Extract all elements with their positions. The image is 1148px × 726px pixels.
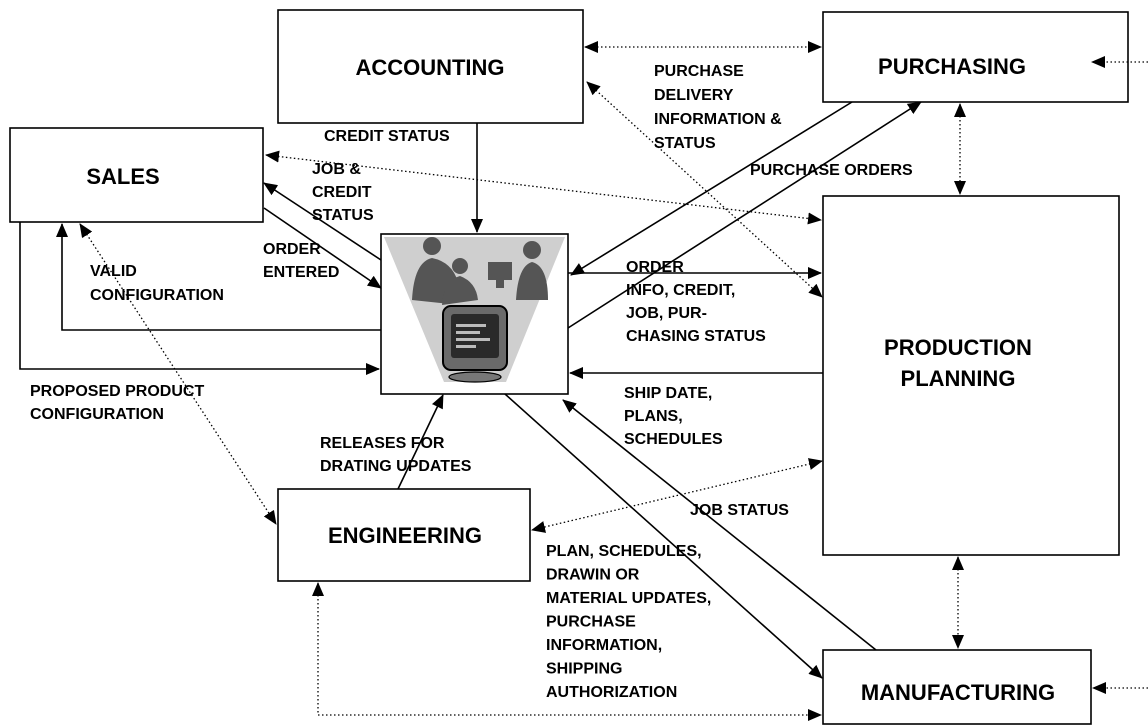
accounting-box: ACCOUNTING [277,9,584,124]
valid-configuration-label-line: VALID [90,263,137,280]
engineering-box: ENGINEERING [277,488,531,582]
central-system-box [380,233,569,395]
credit-status-label: CREDIT STATUS [324,128,450,145]
order-info-label-line: CHASING STATUS [626,328,766,345]
valid-configuration-label: VALID CONFIGURATION [90,263,224,304]
plan-schedules-label: PLAN, SCHEDULES, DRAWIN OR MATERIAL UPDATE… [546,543,711,701]
ship-date-label-line: PLANS, [624,408,683,425]
purchase-delivery-label-line: DELIVERY [654,87,734,104]
purchase-delivery-label-line: INFORMATION & [654,111,782,128]
proposed-product-label-line: PROPOSED PRODUCT [30,383,204,400]
plan-schedules-label-line: INFORMATION, [546,637,662,654]
ship-date-label-line: SHIP DATE, [624,385,712,402]
production-planning-box: PRODUCTION PLANNING [822,195,1120,556]
purchase-orders-label: PURCHASE ORDERS [750,162,913,179]
plan-schedules-label-line: AUTHORIZATION [546,684,677,701]
job-credit-status-label: JOB & CREDIT STATUS [312,161,374,224]
job-credit-status-label-line: JOB & [312,161,361,178]
plan-schedules-label-line: PURCHASE [546,614,636,631]
credit-status-label-line: CREDIT STATUS [324,128,450,145]
sales-label: SALES [86,164,159,189]
job-status-label-line: JOB STATUS [690,502,789,519]
proposed-product-label: PROPOSED PRODUCT CONFIGURATION [30,383,204,423]
manufacturing-label: MANUFACTURING [861,680,1055,705]
releases-label-line: DRATING UPDATES [320,458,472,475]
engineering-label: ENGINEERING [328,523,482,548]
purchasing-box: PURCHASING [822,11,1129,103]
order-info-label: ORDER INFO, CREDIT, JOB, PUR- CHASING STATU… [626,259,766,345]
accounting-label: ACCOUNTING [355,55,504,80]
order-entered-label: ORDER ENTERED [263,241,339,281]
dotted-connectors [79,41,1148,721]
releases-label: RELEASES FOR DRATING UPDATES [320,435,472,475]
ship-date-label-line: SCHEDULES [624,431,723,448]
job-status-label: JOB STATUS [690,502,789,519]
production-label: PRODUCTION [884,335,1032,360]
plan-schedules-label-line: PLAN, SCHEDULES, [546,543,702,560]
job-credit-status-label-line: CREDIT [312,184,372,201]
ship-date-label: SHIP DATE, PLANS, SCHEDULES [624,385,723,448]
order-info-label-line: INFO, CREDIT, [626,282,735,299]
plan-schedules-label-line: SHIPPING [546,661,622,678]
purchase-orders-label-line: PURCHASE ORDERS [750,162,913,179]
purchase-delivery-label-line: STATUS [654,135,716,152]
purchasing-label: PURCHASING [878,54,1026,79]
order-info-label-line: ORDER [626,259,684,276]
sales-box: SALES [9,127,264,223]
plan-schedules-label-line: DRAWIN OR [546,567,640,584]
order-entered-label-line: ENTERED [263,264,339,281]
plan-schedules-label-line: MATERIAL UPDATES, [546,590,711,607]
edge-labels: PURCHASE DELIVERY INFORMATION & STATUS CRED… [30,63,913,701]
office-computer-icon [384,237,565,383]
proposed-product-label-line: CONFIGURATION [30,406,164,423]
valid-configuration-label-line: CONFIGURATION [90,287,224,304]
planning-label: PLANNING [901,366,1016,391]
job-credit-status-label-line: STATUS [312,207,374,224]
manufacturing-box: MANUFACTURING [822,649,1092,725]
order-info-label-line: JOB, PUR- [626,305,707,322]
purchase-delivery-label: PURCHASE DELIVERY INFORMATION & STATUS [654,63,782,152]
releases-label-line: RELEASES FOR [320,435,445,452]
purchase-delivery-label-line: PURCHASE [654,63,744,80]
order-entered-label-line: ORDER [263,241,321,258]
